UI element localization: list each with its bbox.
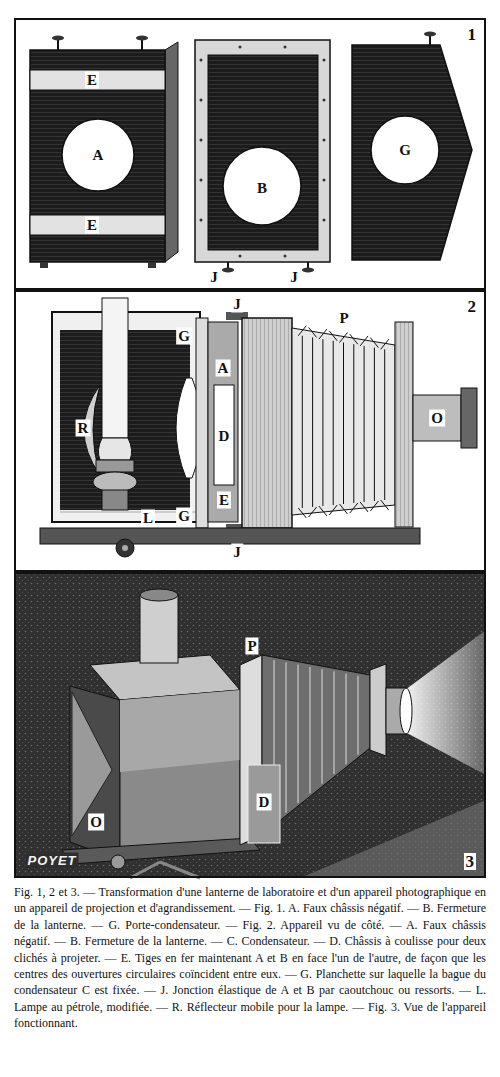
part-letter: G [176,508,192,525]
engraver-signature: POYET [25,853,78,868]
part-letter: P [337,310,350,327]
part-letter: E [217,492,231,509]
part-letter: O [429,410,445,427]
figure-panel: 3 [14,572,486,878]
part-letter: E [85,217,99,234]
part-letter: L [141,510,155,527]
part-letter: O [88,814,104,831]
faux-chassis [30,36,178,269]
part-letter: J [231,296,243,313]
fermeture-lanterne [195,40,330,273]
part-letter: J [208,269,220,286]
part-letter: J [231,544,243,561]
part-letter: G [176,328,192,345]
part-letter: D [257,794,272,811]
part-letter: P [245,638,258,655]
figure-number: 3 [464,853,477,870]
figure-caption: Fig. 1, 2 et 3. — Transformation d'une l… [14,884,486,1072]
figure-number: 2 [466,298,479,315]
part-letter: B [255,180,269,197]
part-letter: A [91,147,106,164]
part-letter: A [216,360,231,377]
porte-condensateur [352,32,472,261]
figure-panel: 1 [14,18,486,290]
part-letter: J [288,269,300,286]
part-letter: R [76,420,91,437]
working-view [14,572,486,878]
part-letter: G [397,142,413,159]
part-letter: D [217,428,232,445]
part-letter: E [85,72,99,89]
side-view [40,298,477,557]
figure-number: 1 [466,26,479,43]
